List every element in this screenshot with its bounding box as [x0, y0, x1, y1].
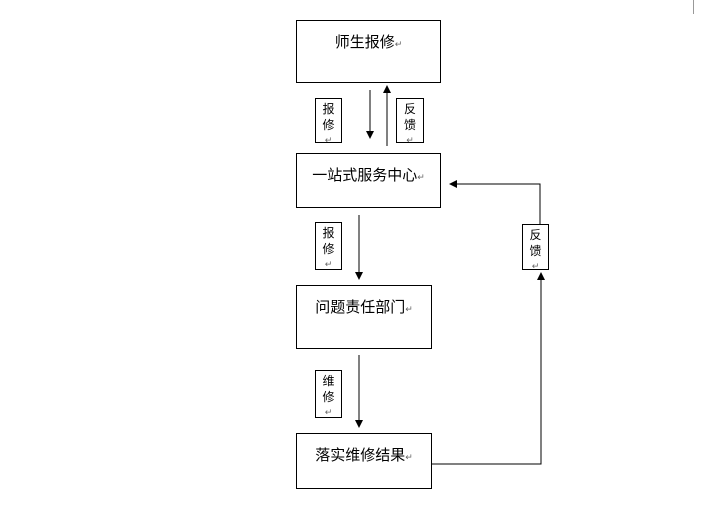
paragraph-mark: ↵	[405, 305, 413, 315]
tag-feedback-1: 反 馈↵	[396, 98, 424, 146]
tag-report-1: 报 修↵	[315, 98, 342, 146]
paragraph-mark: ↵	[324, 260, 333, 270]
node-responsible-dept-label: 问题责任部门	[315, 298, 406, 316]
node-service-center-label: 一站式服务中心	[312, 166, 418, 184]
node-report: 师生报修↵	[296, 20, 441, 83]
node-repair-result: 落实维修结果↵	[296, 433, 432, 489]
tag-feedback-2: 反 馈↵	[522, 224, 549, 272]
tag-report-2: 报 修↵	[315, 222, 342, 270]
paragraph-mark: ↵	[406, 136, 414, 146]
paragraph-mark: ↵	[531, 262, 540, 272]
node-responsible-dept: 问题责任部门↵	[296, 285, 432, 349]
node-service-center: 一站式服务中心↵	[296, 153, 441, 208]
paragraph-mark: ↵	[417, 173, 425, 183]
arrow-feedback-to-center	[449, 180, 541, 225]
node-report-label: 师生报修	[334, 33, 395, 51]
node-repair-result-label: 落实维修结果	[315, 446, 406, 464]
tag-repair: 维 修↵	[315, 370, 342, 418]
paragraph-mark: ↵	[324, 136, 333, 146]
page-corner-mark	[693, 0, 702, 14]
arrow-result-to-feedback	[432, 272, 545, 465]
paragraph-mark: ↵	[405, 453, 413, 463]
paragraph-mark: ↵	[324, 408, 333, 418]
paragraph-mark: ↵	[394, 40, 403, 50]
